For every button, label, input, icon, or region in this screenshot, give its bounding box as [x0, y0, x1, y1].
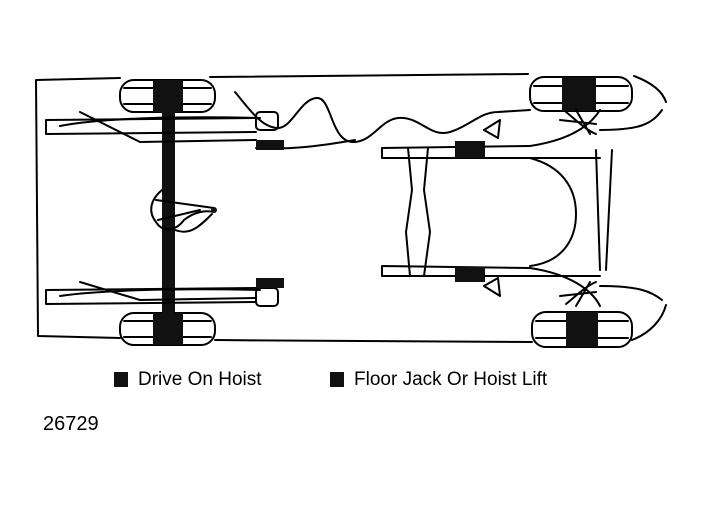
leaf-spring-rear-top — [45, 111, 284, 150]
wheel-front-top — [529, 76, 633, 112]
wheel-rear-bottom — [119, 312, 216, 346]
lift-point-front-left — [455, 141, 485, 158]
legend-label: Drive On Hoist — [138, 369, 262, 390]
differential — [150, 189, 215, 233]
legend-floor-jack-or-hoist-lift: Floor Jack Or Hoist Lift — [330, 370, 547, 389]
body-outline — [35, 73, 667, 343]
leaf-spring-rear-bottom — [45, 278, 284, 307]
wheel-front-bottom — [531, 311, 633, 348]
legend-label: Floor Jack Or Hoist Lift — [354, 369, 548, 390]
wheel-rear-top — [119, 79, 216, 113]
exhaust-pipe — [234, 91, 531, 144]
lift-point-front-right — [455, 267, 485, 282]
frame-front — [381, 109, 663, 307]
legend-swatch — [330, 372, 344, 387]
front-suspension-top — [559, 109, 597, 135]
front-suspension-bottom — [559, 281, 597, 307]
figure-number: 26729 — [43, 413, 99, 435]
legend-drive-on-hoist: Drive On Hoist — [114, 370, 262, 389]
rear-axle — [162, 112, 175, 314]
legend-swatch — [114, 372, 128, 387]
